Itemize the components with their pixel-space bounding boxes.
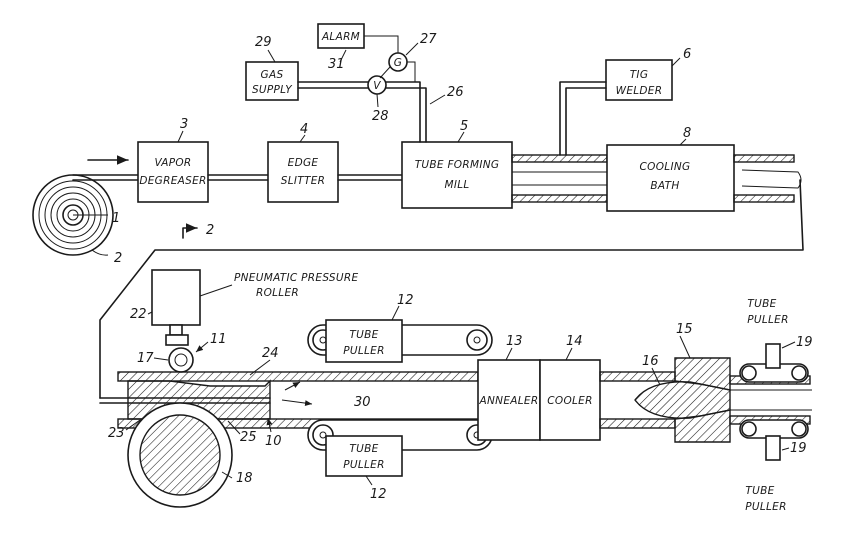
ref-6: 6 <box>683 47 691 62</box>
mill-label-2: MILL <box>444 179 469 191</box>
ref-10: 10 <box>265 434 282 449</box>
right-puller-bot-2: PULLER <box>745 501 786 513</box>
gas-label-1: GAS <box>261 69 284 81</box>
alarm-label: ALARM <box>321 31 360 43</box>
lower-puller-label-1: TUBE <box>349 443 378 455</box>
ref-12-upper: 12 <box>397 293 414 308</box>
section-mark: 2 <box>206 223 214 238</box>
gauge-letter: G <box>394 57 402 69</box>
ref-29: 29 <box>255 35 272 50</box>
ref-16: 16 <box>642 354 659 369</box>
ref-3: 3 <box>180 117 188 132</box>
ref-27: 27 <box>420 32 437 47</box>
upper-puller-label-2: PULLER <box>343 345 384 357</box>
formed-tube-section <box>512 155 607 202</box>
ref-11: 11 <box>210 332 227 347</box>
tig-label-1: TIG <box>630 69 649 81</box>
vapor-label-1: VAPOR <box>154 157 191 169</box>
backup-roller-18 <box>128 403 232 507</box>
right-puller-top-2: PULLER <box>747 314 788 326</box>
cooling-label-1: COOLING <box>640 161 691 173</box>
ref-19-upper: 19 <box>796 335 813 350</box>
section-arrow <box>183 228 197 238</box>
vapor-label-2: DEGREASER <box>139 175 206 187</box>
tube-forming-mill-box <box>402 142 512 208</box>
lower-puller-label-2: PULLER <box>343 459 384 471</box>
ref-14: 14 <box>566 334 583 349</box>
edge-slitter-box <box>268 142 338 202</box>
ref-2: 2 <box>114 251 122 266</box>
edge-label-1: EDGE <box>288 157 319 169</box>
gas-label-2: SUPPLY <box>252 84 293 96</box>
ref-22: 22 <box>130 307 147 322</box>
mill-label-1: TUBE FORMING <box>415 159 500 171</box>
ref-31: 31 <box>328 57 345 72</box>
pneumatic-label-2: ROLLER <box>256 287 299 299</box>
right-puller-top-1: TUBE <box>747 298 776 310</box>
pneumatic-label-1: PNEUMATIC PRESSURE <box>234 272 358 284</box>
ref-26: 26 <box>447 85 464 100</box>
annealer-label: ANNEALER <box>479 395 539 407</box>
ref-15: 15 <box>676 322 693 337</box>
ref-12-lower: 12 <box>370 487 387 502</box>
valve-letter: V <box>373 80 381 92</box>
cooling-label-2: BATH <box>650 180 679 192</box>
edge-label-2: SLITTER <box>281 175 325 187</box>
ref-19-lower: 19 <box>790 441 807 456</box>
ref-13: 13 <box>506 334 523 349</box>
ref-25: 25 <box>240 430 257 445</box>
leader-2 <box>92 250 108 255</box>
tig-label-2: WELDER <box>616 85 663 97</box>
tube-exit-section <box>734 155 801 202</box>
right-puller-bot-1: TUBE <box>745 485 774 497</box>
ref-18: 18 <box>236 471 253 486</box>
ref-24: 24 <box>262 346 279 361</box>
ref-1: 1 <box>112 211 120 226</box>
ref-28: 28 <box>372 109 389 124</box>
ref-5: 5 <box>460 119 468 134</box>
ref-30: 30 <box>354 395 371 410</box>
ref-8: 8 <box>683 126 691 141</box>
ref-23: 23 <box>108 426 125 441</box>
cooler-label: COOLER <box>547 395 592 407</box>
tube-puller-upper <box>308 320 492 362</box>
pneumatic-cylinder <box>152 270 200 325</box>
vapor-degreaser-box <box>138 142 208 202</box>
cooling-bath-box <box>607 145 734 211</box>
ref-4: 4 <box>300 122 308 137</box>
ref-17: 17 <box>137 351 154 366</box>
pressure-roller-17 <box>169 348 193 372</box>
tube-puller-lower <box>308 420 492 476</box>
upper-puller-label-1: TUBE <box>349 329 378 341</box>
